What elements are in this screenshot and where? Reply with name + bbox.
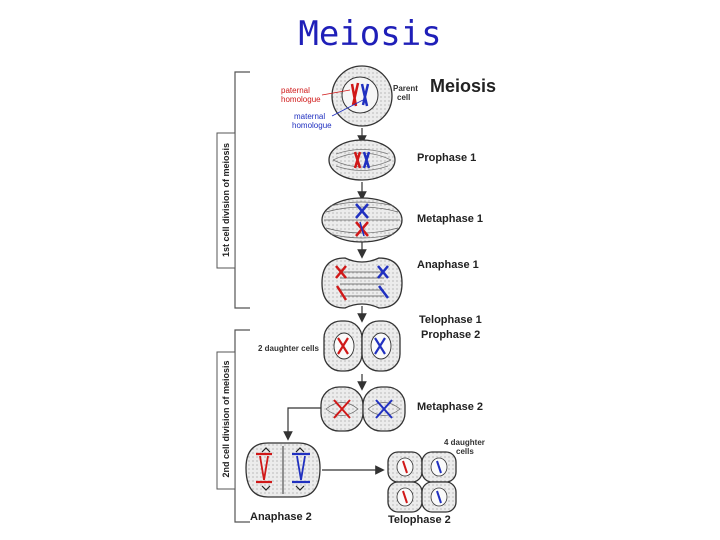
label-anaphase1: Anaphase 1 [417, 259, 479, 271]
side-label-second-division: 2nd cell division of meiosis [221, 360, 231, 478]
label-maternal-1: maternal [294, 112, 326, 121]
side-label-box-first [216, 132, 236, 269]
cell-parent [331, 65, 393, 127]
side-label-first-division: 1st cell division of meiosis [221, 142, 231, 258]
label-metaphase1: Metaphase 1 [417, 213, 484, 225]
label-anaphase2: Anaphase 2 [250, 511, 312, 523]
label-prophase2: Prophase 2 [421, 329, 481, 341]
label-parent-cell-1: Parent [393, 84, 418, 93]
slide-title: Meiosis [298, 14, 442, 54]
bracket-first-division [234, 71, 250, 309]
bracket-second-division [234, 329, 250, 523]
cells-four-daughter [387, 451, 457, 513]
label-metaphase2: Metaphase 2 [417, 401, 484, 413]
label-four-daughter-2: cells [456, 447, 474, 456]
flow-arrows [283, 128, 385, 475]
label-paternal-1: paternal [281, 86, 310, 95]
cell-metaphase1 [321, 197, 403, 243]
cells-two-daughter [323, 320, 401, 372]
label-parent-cell-2: cell [397, 93, 411, 102]
cells-metaphase2 [320, 386, 406, 432]
label-four-daughter-1: 4 daughter [444, 438, 485, 447]
label-telophase2: Telophase 2 [388, 514, 451, 526]
label-prophase1: Prophase 1 [417, 152, 477, 164]
label-two-daughter-cells: 2 daughter cells [258, 344, 319, 353]
cells-anaphase2 [245, 442, 321, 498]
cell-anaphase1 [321, 257, 403, 309]
cell-prophase1 [328, 139, 396, 181]
label-paternal-2: homologue [281, 95, 321, 104]
label-telophase1: Telophase 1 [419, 314, 482, 326]
diagram-title: Meiosis [430, 76, 497, 96]
label-maternal-2: homologue [292, 121, 332, 130]
side-label-box-second [216, 351, 236, 490]
